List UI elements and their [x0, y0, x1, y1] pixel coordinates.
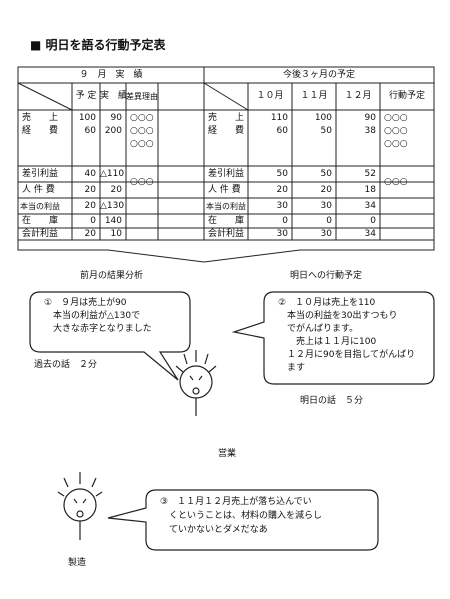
sales-label: 営業: [218, 449, 237, 459]
right-row-label: 差引利益: [208, 169, 245, 179]
bubble-manufacturing-line: ③ １１月１２月売上が落ち込んでい: [160, 497, 312, 507]
bubble-manufacturing-line: ていかないとダメだなあ: [160, 525, 268, 535]
bubble-past-line: ① ９月は売上が90: [44, 298, 127, 308]
right-col-dec: １２月: [344, 91, 372, 101]
bubble-past: [29, 291, 191, 381]
left-reason-mark: ○○○: [130, 113, 154, 123]
bubble-past-line: 本当の利益が△130で: [44, 311, 141, 321]
left-col-reason: 差異理由: [126, 92, 158, 101]
bubble-tomorrow-line: 本当の利益を30出すつもり: [278, 311, 398, 321]
left-row-label: 在 庫: [22, 216, 59, 226]
right-table-caption: 明日への行動予定: [290, 271, 363, 281]
sales-figure-icon: [175, 350, 217, 416]
right-row-value: 50: [320, 126, 332, 136]
bubble-tomorrow: [231, 291, 435, 385]
left-row-plan: 20: [84, 185, 96, 195]
right-row-label: 本当の利益: [206, 202, 246, 211]
left-table-caption: 前月の結果分析: [80, 271, 144, 281]
left-row-actual: △110: [100, 169, 125, 179]
bubble-tomorrow-line: ます: [278, 363, 306, 373]
right-row-label: 在 庫: [208, 216, 245, 226]
bubble-tomorrow-caption: 明日の話 ５分: [300, 396, 364, 406]
manufacturing-figure-icon: [57, 472, 103, 540]
bubble-tomorrow-line: １２月に90を目指してがんばり: [278, 350, 416, 360]
right-table-header: 今後３ヶ月の予定: [282, 70, 355, 80]
right-col-nov: １１月: [300, 91, 328, 101]
left-reason-mark: ○○○: [130, 126, 154, 136]
left-row-label: 人 件 費: [22, 185, 55, 195]
manufacturing-label: 製造: [68, 558, 87, 568]
left-row-plan: 40: [84, 169, 96, 179]
left-row-label: 経 費: [22, 126, 59, 136]
right-row-value: 20: [276, 185, 288, 195]
left-row-plan: 0: [90, 216, 96, 226]
right-row-value: 60: [276, 126, 288, 136]
left-row-label: 会計利益: [22, 229, 59, 239]
right-row-value: 30: [276, 229, 288, 239]
right-row-label: 会計利益: [208, 229, 245, 239]
left-row-actual: 10: [110, 229, 122, 239]
right-row-value: 0: [326, 216, 332, 226]
right-row-value: 50: [276, 169, 288, 179]
left-row-plan: 20: [84, 201, 96, 211]
page-title: ■ 明日を語る行動予定表: [30, 38, 166, 52]
left-col-plan: 予 定: [75, 91, 97, 101]
left-row-label: 売 上: [22, 113, 59, 123]
left-row-label: 本当の利益: [20, 202, 60, 211]
right-row-value: 30: [320, 201, 332, 211]
right-row-label: 人 件 費: [208, 185, 241, 195]
left-row-actual: 90: [110, 113, 122, 123]
bubble-past-line: 大きな赤字となりました: [44, 324, 152, 334]
right-col-oct: １０月: [256, 91, 284, 101]
right-row-value: 0: [282, 216, 288, 226]
left-table-header: ９ 月 実 績: [79, 70, 143, 80]
right-row-value: 100: [314, 113, 332, 123]
bubble-manufacturing: [107, 489, 379, 551]
bubble-past-caption: 過去の話 ２分: [34, 360, 98, 370]
right-action-mark: ○○○: [384, 177, 408, 187]
right-row-value: 18: [364, 185, 376, 195]
right-row-value: 38: [364, 126, 376, 136]
bubble-tomorrow-line: 売上は１１月に100: [278, 337, 377, 347]
right-col-action: 行動予定: [388, 91, 425, 101]
right-row-value: 30: [276, 201, 288, 211]
right-action-mark: ○○○: [384, 139, 408, 149]
left-row-label: 差引利益: [22, 169, 59, 179]
right-row-value: 52: [364, 169, 376, 179]
left-reason-mark: ○○○: [130, 139, 154, 149]
right-action-mark: ○○○: [384, 113, 408, 123]
right-action-mark: ○○○: [384, 126, 408, 136]
left-row-plan: 60: [84, 126, 96, 136]
left-row-plan: 20: [84, 229, 96, 239]
left-row-actual: 140: [104, 216, 122, 226]
right-row-label: 経 費: [208, 126, 245, 136]
left-row-actual: 200: [104, 126, 122, 136]
right-row-value: 34: [364, 229, 376, 239]
right-row-value: 50: [320, 169, 332, 179]
left-reason-mark: ○○○: [130, 177, 154, 187]
right-row-value: 90: [364, 113, 376, 123]
left-row-actual: △130: [100, 201, 125, 211]
left-row-actual: 20: [110, 185, 122, 195]
right-row-value: 0: [370, 216, 376, 226]
right-row-value: 30: [320, 229, 332, 239]
right-row-label: 売 上: [208, 113, 245, 123]
left-col-actual: 実 績: [100, 91, 128, 101]
right-row-value: 34: [364, 201, 376, 211]
left-row-plan: 100: [78, 113, 96, 123]
right-row-value: 110: [270, 113, 288, 123]
bubble-manufacturing-line: くということは、材料の購入を減らし: [160, 511, 323, 521]
bubble-tomorrow-line: ② １０月は売上を110: [278, 298, 376, 308]
right-row-value: 20: [320, 185, 332, 195]
bubble-tomorrow-line: でがんばります。: [278, 324, 359, 334]
